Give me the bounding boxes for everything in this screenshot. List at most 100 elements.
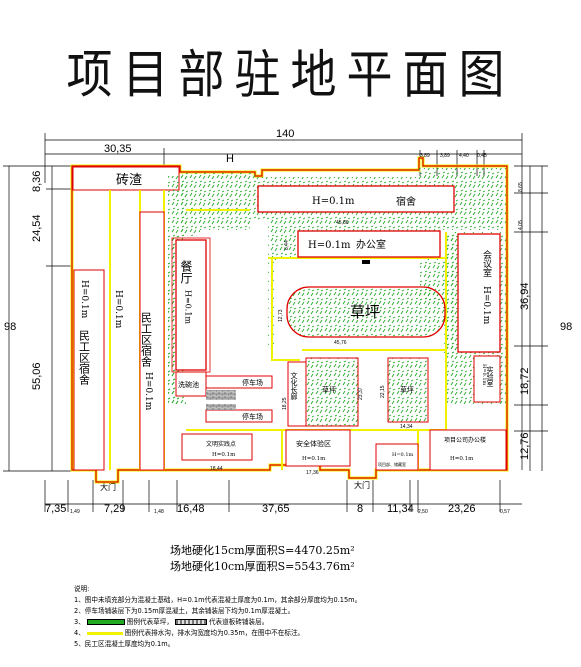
lawn-3 [387,357,429,423]
meeting-room [457,233,501,353]
office-height: H=0.1m [308,240,351,251]
note-5: 5、民工区混凝土厚度均为0.1m。 [74,640,175,648]
stat-line-2: 场地硬化10cm厚面积S=5543.76m² [170,560,355,573]
parking-2-label: 停车场 [242,412,263,421]
paving-legend-icon [174,619,207,625]
company-sub-height: H=0.1m [392,452,414,458]
lawn-2-label: 草坪 [322,385,336,394]
office-building [297,230,441,258]
canteen-label: 餐厅 [179,259,193,284]
gate-1: 大门 [100,482,116,492]
dim-left-total: 98 [4,321,16,333]
note-3-a: 图例代表草坪， [126,618,173,626]
dim-bottom-8: 11,34 [387,503,414,515]
canteen [175,239,207,371]
worker-dorm-left [73,269,105,471]
lawn-label: 草坪 [350,303,380,321]
dim-bottom-5: 16,48 [177,503,205,515]
civil-label: 文明实践点 [206,440,236,448]
dim-bottom-11: 0,57 [500,509,510,515]
dim-culture-h: 18,25 [282,397,288,410]
dim-top-r2: 3,89 [440,153,450,159]
office-label: 办公室 [356,238,386,251]
safety-height: H=0.1m [302,456,326,462]
note-4-num: 4、 [74,629,85,637]
lab-room [473,355,501,403]
notes: 说明: 1、图中未填充部分为混凝土基础，H=0.1m代表混凝土厚度为0.1m，其… [74,584,554,650]
company-sub-room [375,443,419,471]
parking-1-label: 停车场 [242,378,263,387]
dim-lawn2-h: 23,37 [358,387,364,400]
dim-bottom-9: 2,50 [418,509,428,515]
civil-height: H=0.1m [212,452,236,458]
dorm-label: 宿舍 [396,195,416,208]
gravel-label: 砖渣 [116,173,142,188]
safety-experience-area [285,429,351,467]
dim-lawn-w: 45,76 [334,340,347,346]
civil-practice-point [181,433,253,461]
company-height: H=0.1m [450,456,474,462]
paving-2 [206,404,236,410]
stat-line-1: 场地硬化15cm厚面积S=4470.25m² [170,544,355,557]
dim-top-r4: 0,45 [477,153,487,159]
dim-top-r1: 3,89 [420,153,430,159]
lawn-legend-icon [86,619,125,625]
worker-dorm-right [139,211,165,471]
parking-2 [205,409,273,423]
dim-right-5: 12,76 [519,432,531,460]
company-office [429,429,507,471]
worker-mid-height: H=0.1m [113,290,123,329]
dim-safety-w: 17,36 [306,470,319,476]
dim-top-left: 30,35 [104,143,132,155]
dim-bottom-1: 7,35 [45,503,66,515]
note-4: 4、 图例代表排水沟，排水沟宽度均为0.35m，在图中不在标注。 [74,628,554,639]
wash-label: 洗碗池 [178,380,199,389]
worker-right-label: 民工区宿舍 [140,312,153,368]
dim-lawn3-h: 22,15 [380,385,386,398]
lawn-oval [286,286,446,338]
dim-left-3: 55,06 [31,362,43,390]
dim-right-1: 8,65 [518,182,524,192]
dim-bottom-4: 1,48 [154,509,164,515]
company-label: 项目公司办公楼 [444,436,486,444]
dim-bottom-6: 37,65 [262,503,290,515]
dim-right-4: 18,72 [519,367,531,395]
meeting-height: H=0.1m [481,286,491,325]
dim-top-h: H [226,153,234,165]
culture-label: 文化长廊 [290,371,298,401]
lawn-2 [305,357,359,427]
paving-1 [206,390,236,400]
note-1: 1、图中未填充部分为混凝土基础，H=0.1m代表混凝土厚度为0.1m，其余部分厚… [74,596,362,604]
note-4-text: 图例代表排水沟，排水沟宽度均为0.35m，在图中不在标注。 [124,629,305,637]
dim-lawn3-w: 14,34 [400,424,413,430]
lawn-3-label: 草坪 [400,385,414,394]
canteen-height: H=0.1m [184,290,193,324]
office-door [362,260,370,264]
dim-civil-w: 18,44 [210,466,223,472]
dim-bottom-2: 1,49 [70,509,80,515]
dim-left-2: 24,54 [31,214,43,242]
notes-heading: 说明: [74,585,90,593]
lab-label: 实验室 [486,365,494,387]
dim-bottom-10: 23,26 [448,503,476,515]
dim-left-1: 8,36 [31,171,43,192]
dim-lawn-h: 12,73 [278,309,284,322]
page-title: 项目部驻地平面图 [66,44,515,105]
dimension-lines [3,133,548,512]
dim-dorm-w: 45,86 [336,220,349,226]
dim-top-r3: 4,40 [459,153,469,159]
note-3: 3、图例代表草坪，代表道板砖铺装层。 [74,617,554,628]
drain-legend-icon [86,631,123,635]
dim-right-3: 36,94 [519,282,531,310]
dim-bottom-7: 8 [357,503,363,515]
dorm-height: H=0.1m [312,196,355,207]
dim-bottom-3: 7,29 [104,503,125,515]
worker-left-label: 民工区宿舍 [78,330,91,386]
dim-office-h: 8,44 [284,240,290,250]
note-2: 2、停车场铺装层下为0.15m厚混凝土，其余铺装层下均为0.1m厚混凝土。 [74,607,295,615]
dim-top-total: 140 [276,128,294,140]
dim-right-total: 98 [560,321,572,333]
note-3-b: 代表道板砖铺装层。 [208,618,269,626]
worker-left-height: H=0.1m [79,280,89,319]
meeting-label: 会议室 [481,249,492,277]
